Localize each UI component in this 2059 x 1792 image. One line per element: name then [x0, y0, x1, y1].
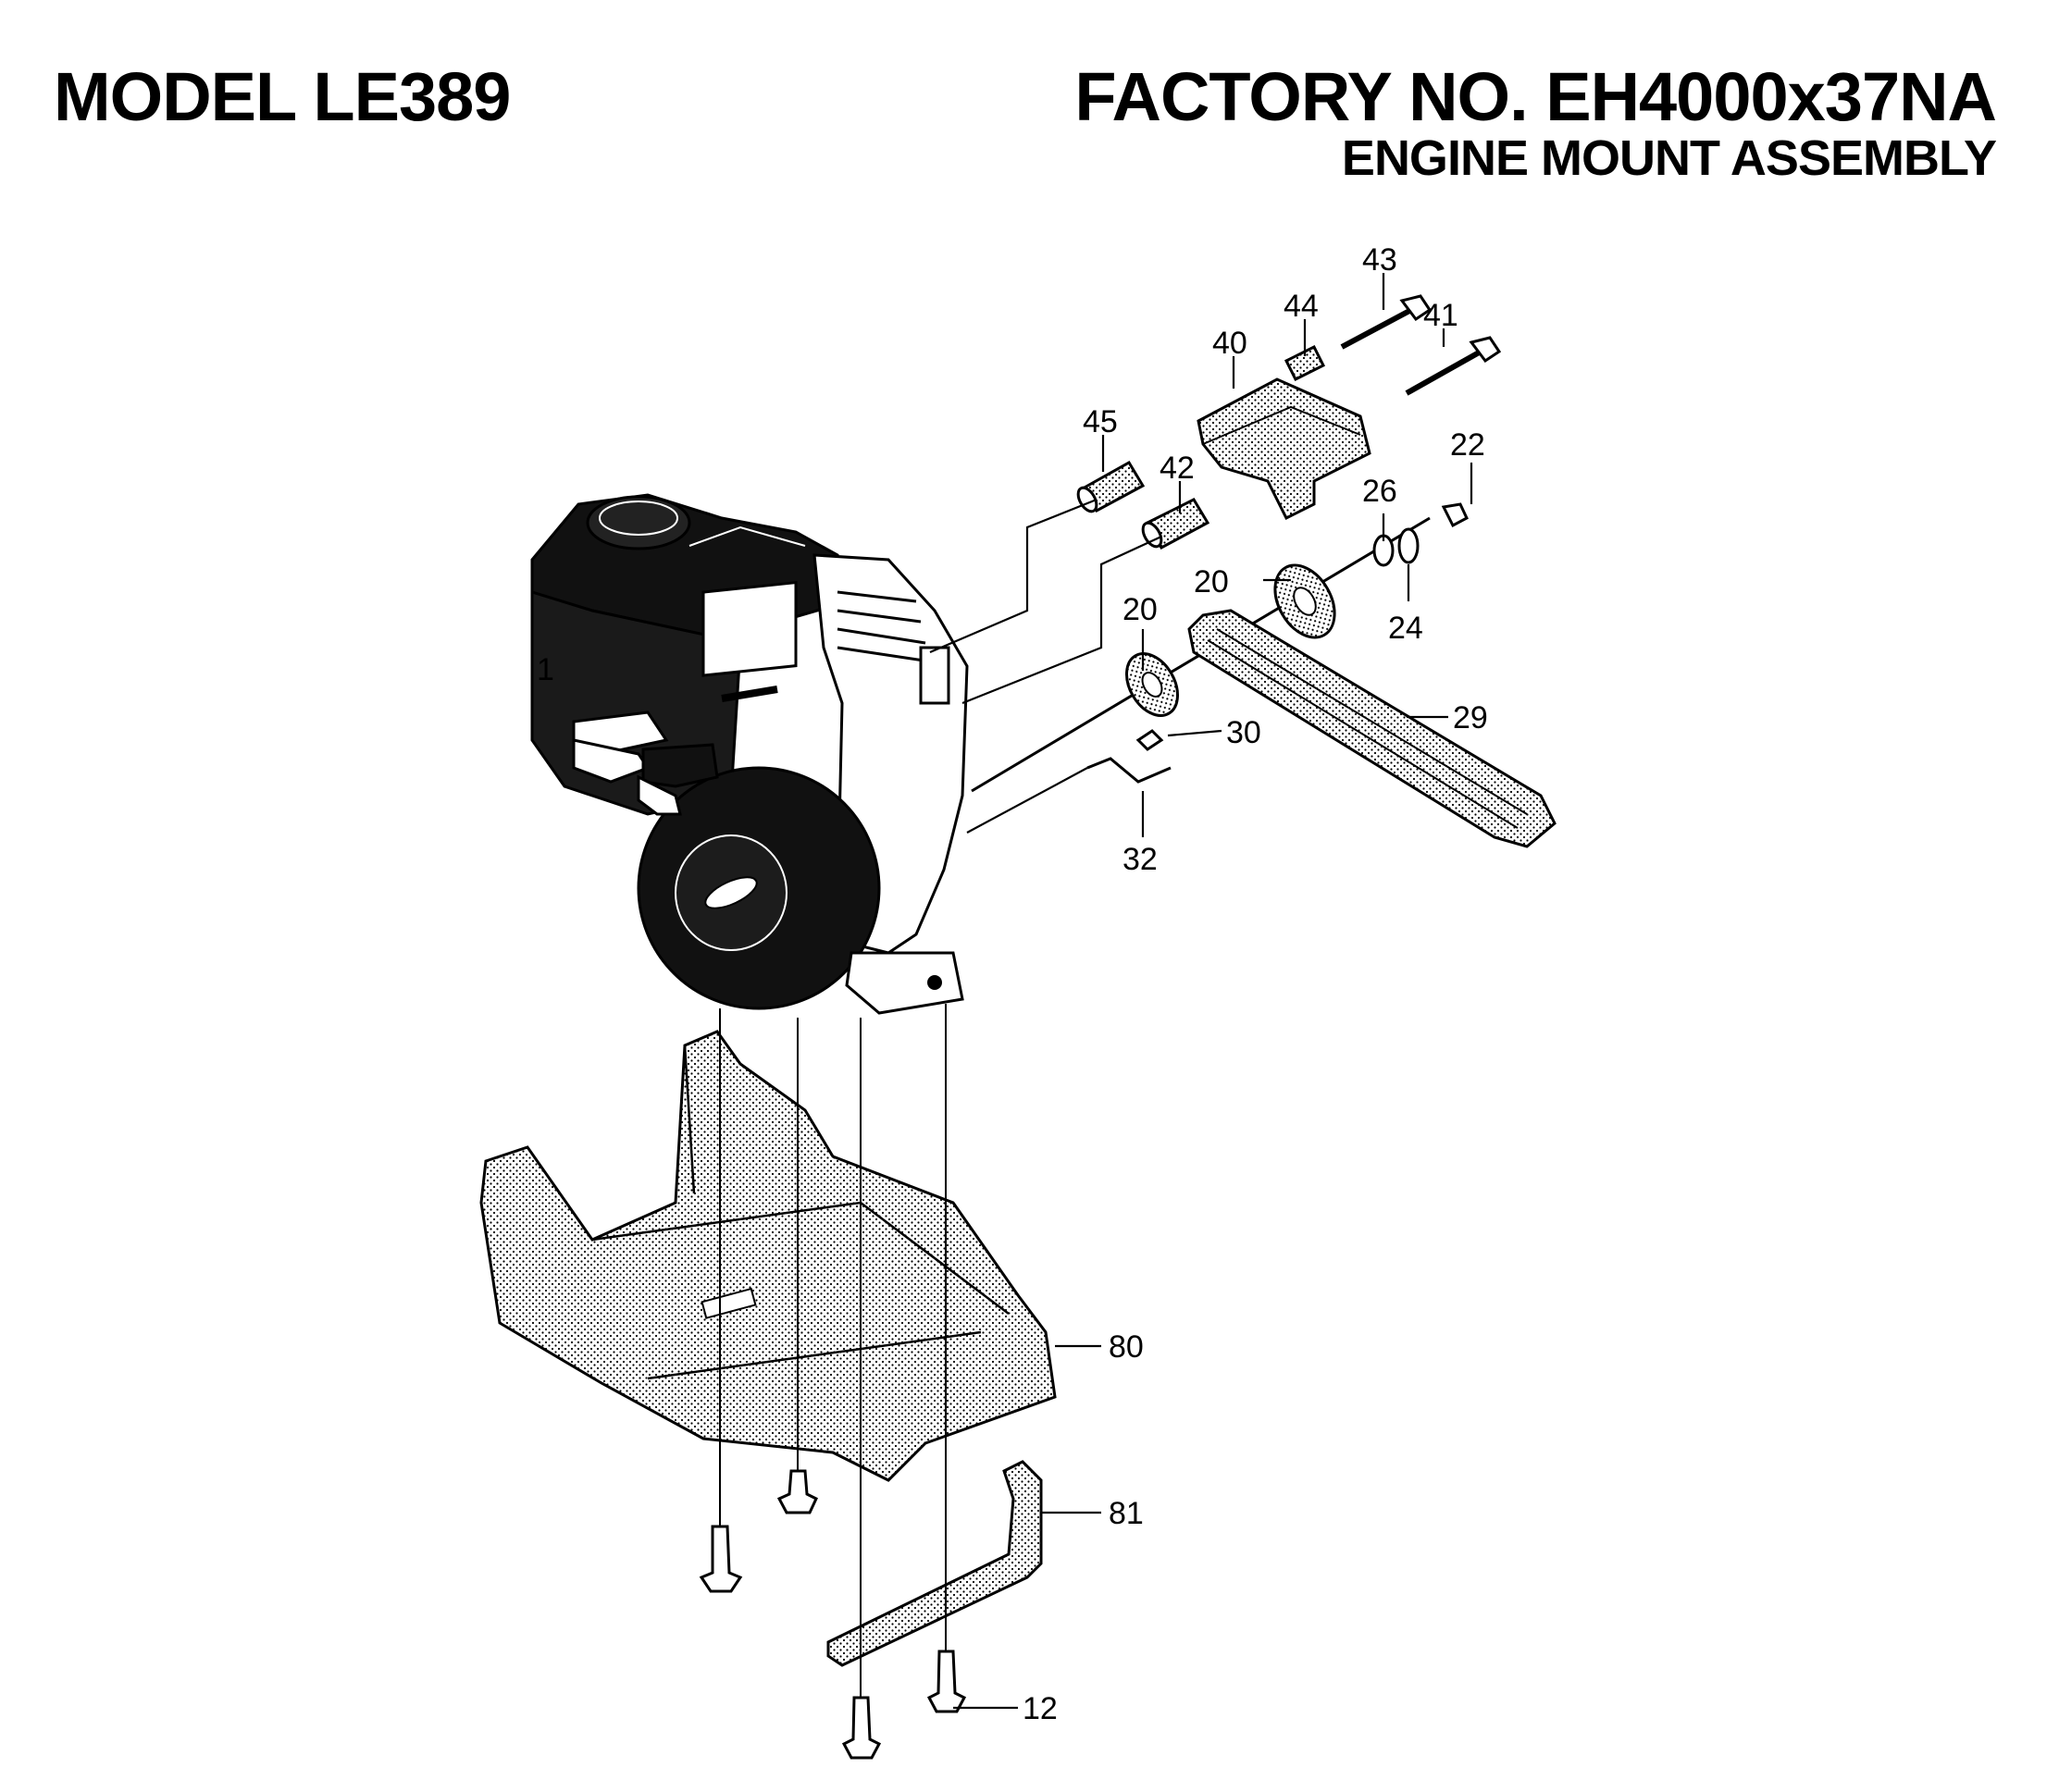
- model-title: MODEL LE389: [54, 58, 511, 135]
- bolt-22: [1441, 502, 1469, 528]
- muffler-shield: [1197, 377, 1371, 521]
- callout-26: 26: [1362, 474, 1397, 509]
- callout-1-partial: 1: [537, 652, 554, 687]
- callout-41: 41: [1423, 298, 1458, 333]
- callout-12: 12: [1023, 1691, 1058, 1726]
- washer-20-lower: [1125, 652, 1179, 717]
- callout-20-upper: 20: [1194, 564, 1229, 599]
- callout-80: 80: [1109, 1329, 1144, 1365]
- callout-45: 45: [1083, 404, 1118, 439]
- mount-bolt-lines: [719, 1004, 947, 1725]
- callout-24: 24: [1388, 611, 1423, 646]
- bolt-12-left: [841, 1696, 882, 1760]
- bolt-12-right: [926, 1650, 967, 1713]
- callout-20-lower: 20: [1123, 592, 1158, 627]
- callout-43: 43: [1362, 242, 1397, 278]
- callout-44: 44: [1284, 289, 1319, 324]
- callout-40: 40: [1212, 326, 1247, 361]
- pin-32: [1086, 757, 1172, 784]
- callout-81: 81: [1109, 1496, 1144, 1531]
- engine: 1: [530, 493, 969, 1015]
- bolt-bottom-middle: [776, 1469, 818, 1514]
- callout-32: 32: [1123, 842, 1158, 877]
- callout-42: 42: [1160, 451, 1195, 486]
- washer-20-upper: [1273, 563, 1336, 639]
- callout-29: 29: [1453, 700, 1488, 735]
- callout-30: 30: [1226, 715, 1261, 750]
- leader-lines: [929, 273, 1473, 1710]
- bolt-43: [1340, 294, 1433, 350]
- screw-30: [1135, 729, 1164, 751]
- bolt-41: [1405, 336, 1502, 396]
- washer-24: [1397, 527, 1420, 564]
- assembly-subtitle: ENGINE MOUNT ASSEMBLY: [1341, 130, 1997, 186]
- belt-guard-29: [1187, 609, 1557, 848]
- spacer-45: [1076, 460, 1146, 513]
- frame-80: [479, 1030, 1057, 1482]
- callout-22: 22: [1450, 427, 1485, 463]
- callout-labels: 43 44 41 40 45 42 22 26 20 24 20 29 30 3…: [1023, 242, 1488, 1726]
- factory-number-title: FACTORY NO. EH4000x37NA: [1074, 58, 1997, 135]
- bolt-bottom-left: [699, 1525, 743, 1593]
- bracket-81: [826, 1460, 1043, 1667]
